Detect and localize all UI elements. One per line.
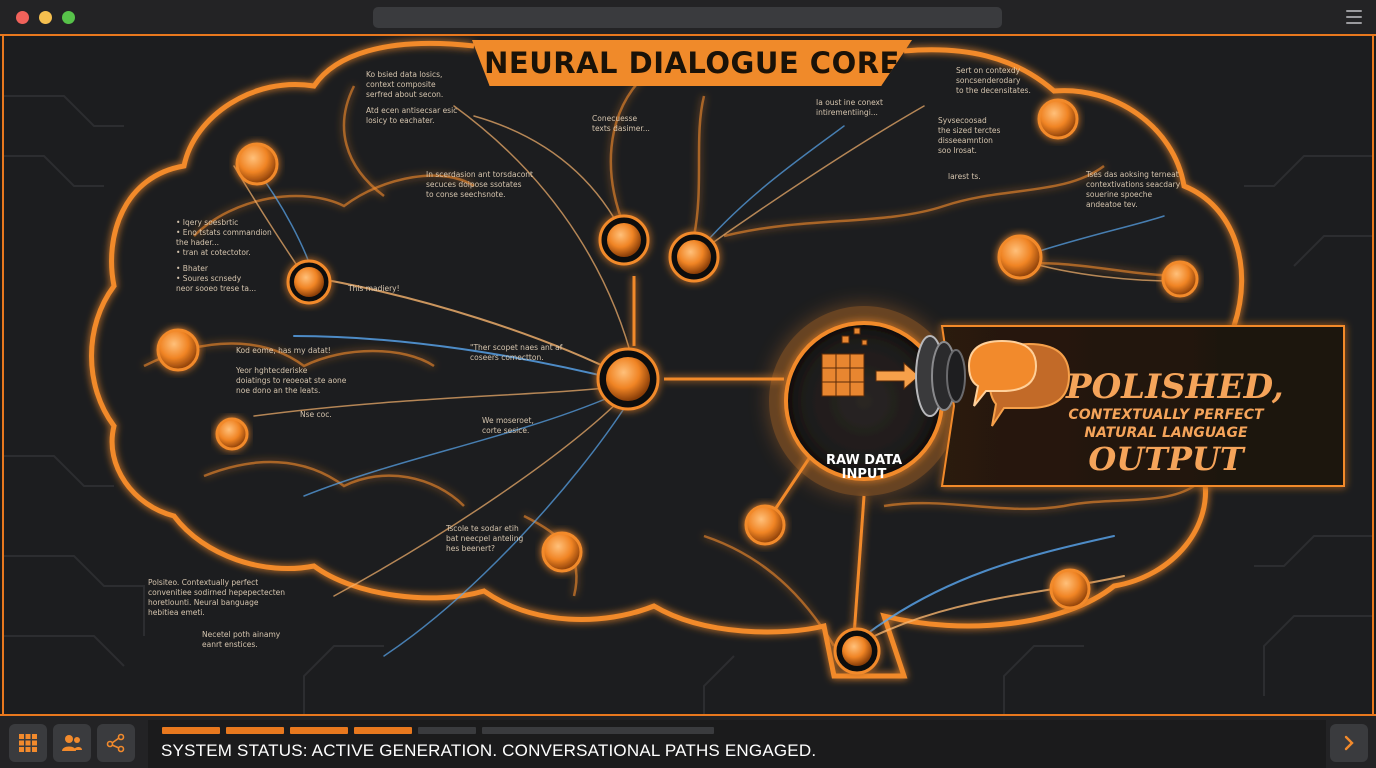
progress-segment <box>162 727 220 734</box>
status-text: SYSTEM STATUS: ACTIVE GENERATION. CONVER… <box>161 741 817 760</box>
status-panel: SYSTEM STATUS: ACTIVE GENERATION. CONVER… <box>148 720 1326 768</box>
brain-illustration <box>4 40 1372 714</box>
annotation-text: Ia oust ine conext intirementiingi... <box>816 98 883 117</box>
arrow-right-icon <box>875 361 920 391</box>
annotation-text: Conecuesse texts dasimer... <box>592 114 650 133</box>
annotation-text: Atd ecen antisecsar esic losicy to eacha… <box>366 106 458 125</box>
bottom-toolbar: SYSTEM STATUS: ACTIVE GENERATION. CONVER… <box>0 714 1376 768</box>
progress-segment <box>418 727 476 734</box>
brain-outline <box>89 40 1254 679</box>
next-button[interactable] <box>1330 724 1368 762</box>
annotation-text: Ko bsied data losics, context composite … <box>366 70 444 99</box>
annotation-text: Tses das aoksing terneat contextivations… <box>1086 170 1181 209</box>
annotation-text: In scerdasion ant torsdacont secuces doi… <box>426 170 533 199</box>
data-cube-icon <box>821 327 868 397</box>
output-heading: POLISHED, CONTEXTUALLY PERFECT NATURAL L… <box>1066 367 1284 478</box>
progress-segment <box>290 727 348 734</box>
page-title: NEURAL DIALOGUE CORE <box>484 46 900 80</box>
circuit-traces <box>4 95 1372 714</box>
share-graph-button[interactable] <box>97 724 135 762</box>
users-button[interactable] <box>53 724 91 762</box>
annotation-text: Yeor hghtecderiske doiatings to reoeoat … <box>236 366 347 395</box>
annotation-text: This madiery! <box>348 284 400 293</box>
output-line-context: CONTEXTUALLY PERFECT NATURAL LANGUAGE <box>1068 407 1264 441</box>
annotation-text: • Iqery soesbrtic • Eno tstats commandio… <box>176 218 272 257</box>
progress-segment <box>354 727 412 734</box>
output-line-polished: POLISHED, <box>1066 367 1284 407</box>
chevron-right-icon <box>1344 735 1354 751</box>
annotation-text: Sert on contexdy soncsenderodary to the … <box>956 66 1031 95</box>
share-graph-icon <box>106 733 125 753</box>
annotation-text: Kod eome, has my datat! <box>236 346 331 355</box>
chat-bubbles-icon <box>967 339 1071 427</box>
neural-canvas: NEURAL DIALOGUE CORE Ko bsied data losic… <box>2 36 1374 714</box>
annotation-text: Syvsecoosad the sized terctes disseeamnt… <box>938 116 1001 155</box>
neural-nodes <box>156 98 1199 675</box>
grid-icon <box>19 734 37 752</box>
annotation-text: Polsiteo. Contextually perfect conveniti… <box>148 578 286 617</box>
output-line-output: OUTPUT <box>1088 440 1244 478</box>
annotation-text: We moseroet, corte sesice. <box>482 416 534 435</box>
title-banner: NEURAL DIALOGUE CORE <box>472 40 912 86</box>
users-icon <box>62 735 82 751</box>
maximize-window-button[interactable] <box>62 11 75 24</box>
annotation-text: larest ts. <box>948 172 981 181</box>
minimize-window-button[interactable] <box>39 11 52 24</box>
title-bar <box>0 0 1376 36</box>
annotation-text: • Bhater • Soures scnsedy neor sooeo tre… <box>176 264 257 293</box>
annotation-text: Necetel poth ainamy eanrt enstices. <box>202 630 281 649</box>
grid-button[interactable] <box>9 724 47 762</box>
annotation-text: "Ther scopet naes ant af coseers comectt… <box>470 343 563 362</box>
progress-segment <box>226 727 284 734</box>
raw-data-input-label: RAW DATA INPUT <box>825 453 903 482</box>
annotation-text: Tscole te sodar etih bat neecpel antelin… <box>446 524 524 553</box>
annotation-text: Nse coc. <box>300 410 332 419</box>
output-panel <box>915 325 1345 487</box>
hamburger-menu-icon[interactable] <box>1346 10 1362 24</box>
progress-segment <box>482 727 714 734</box>
close-window-button[interactable] <box>16 11 29 24</box>
speaker-funnel-icon <box>915 335 966 417</box>
address-bar[interactable] <box>373 7 1002 28</box>
